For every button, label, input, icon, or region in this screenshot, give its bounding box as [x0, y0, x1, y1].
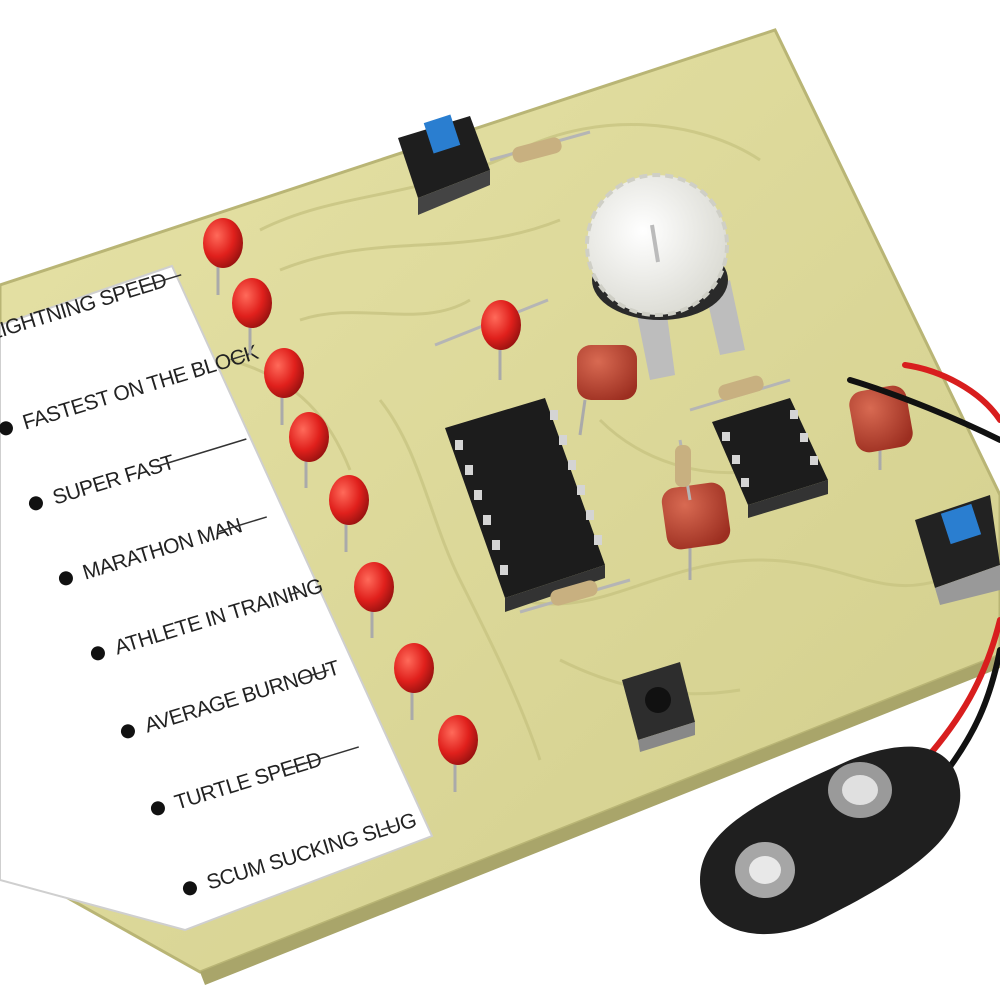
battery-wires	[847, 362, 1000, 783]
center-led	[434, 298, 549, 380]
pcb-traces	[229, 123, 941, 761]
resistor	[675, 439, 692, 501]
potentiometer[interactable]	[585, 173, 745, 380]
resistor	[519, 578, 631, 614]
capacitor	[577, 345, 637, 436]
led	[264, 348, 304, 425]
ic-chip-8pin	[712, 398, 828, 518]
led	[394, 643, 434, 720]
resistor	[689, 375, 791, 412]
ic-chip-14pin	[445, 398, 605, 612]
led	[203, 218, 243, 295]
speed-label-card	[0, 264, 434, 932]
led-column	[203, 218, 478, 792]
capacitor	[661, 482, 731, 580]
led	[354, 562, 394, 638]
led	[289, 412, 329, 488]
battery-snap	[700, 746, 961, 935]
pcb-board-edge	[200, 655, 1000, 985]
top-pushbutton[interactable]	[398, 114, 490, 215]
led	[438, 715, 478, 792]
right-pushbutton[interactable]	[915, 495, 1000, 605]
resistor	[489, 130, 591, 163]
tactile-button[interactable]	[622, 662, 695, 752]
led	[329, 475, 369, 552]
capacitor	[849, 385, 913, 470]
led	[232, 278, 272, 355]
